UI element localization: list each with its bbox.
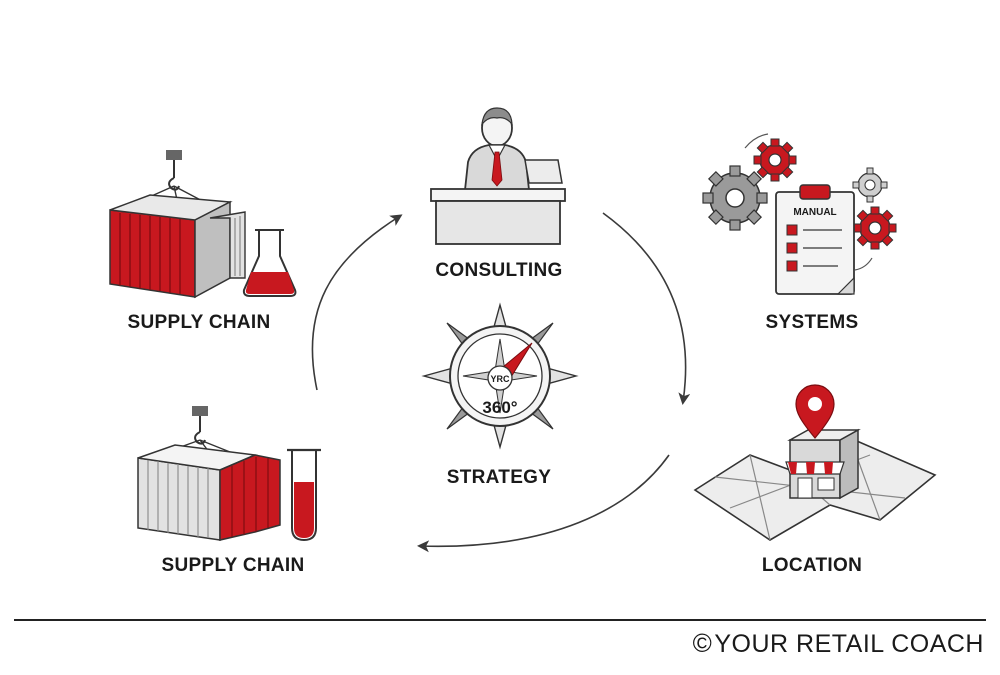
node-label-strategy: STRATEGY [446, 467, 552, 488]
gears-manual-checklist-icon: MANUAL [702, 133, 897, 295]
arrow-to-supply-chain-bottom [417, 454, 670, 553]
consultant-at-desk-icon [430, 107, 566, 245]
footer-brand-text: YOUR RETAIL COACH [714, 630, 984, 658]
map-pin-store-icon [693, 384, 937, 541]
arrow-to-location [602, 212, 691, 405]
node-label-consulting: CONSULTING [435, 260, 563, 281]
node-label-location: LOCATION [761, 555, 863, 576]
compass-icon: YRC 360° [421, 302, 579, 450]
copyright-symbol: © [692, 628, 713, 658]
node-label-supply-chain-top: SUPPLY CHAIN [127, 312, 271, 333]
manual-label: MANUAL [793, 207, 836, 218]
node-label-supply-chain-bottom: SUPPLY CHAIN [161, 555, 305, 576]
footer-brand: ©YOUR RETAIL COACH [693, 628, 984, 659]
node-label-systems: SYSTEMS [765, 312, 859, 333]
arrow-to-consulting [311, 214, 403, 391]
cycle-arrows [311, 212, 691, 553]
shipping-container-flask-icon [109, 150, 297, 299]
compass-degree-text: 360° [482, 398, 517, 417]
footer-divider [14, 619, 986, 621]
shipping-container-test-tube-icon [137, 406, 321, 542]
compass-center-text: YRC [490, 374, 510, 384]
